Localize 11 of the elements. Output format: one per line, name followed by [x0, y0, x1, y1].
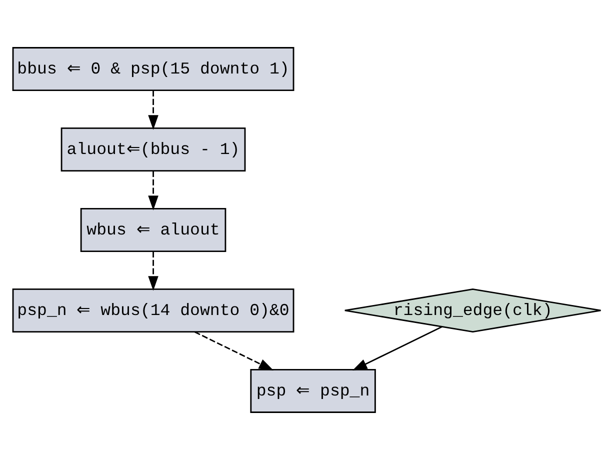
arrow — [352, 326, 442, 371]
arrow — [148, 171, 158, 210]
node-diamond: rising_edge(clk) — [344, 288, 602, 332]
node-box: wbus ⇐ aluout — [80, 208, 226, 252]
arrow — [148, 252, 158, 291]
arrow — [194, 331, 274, 370]
node-box: psp_n ⇐ wbus(14 downto 0)&0 — [12, 288, 294, 332]
node-box: bbus ⇐ 0 & psp(15 downto 1) — [12, 47, 294, 92]
arrow — [148, 90, 158, 130]
node-box: psp ⇐ psp_n — [250, 368, 376, 413]
node-box: aluout⇐(bbus - 1) — [60, 128, 246, 172]
